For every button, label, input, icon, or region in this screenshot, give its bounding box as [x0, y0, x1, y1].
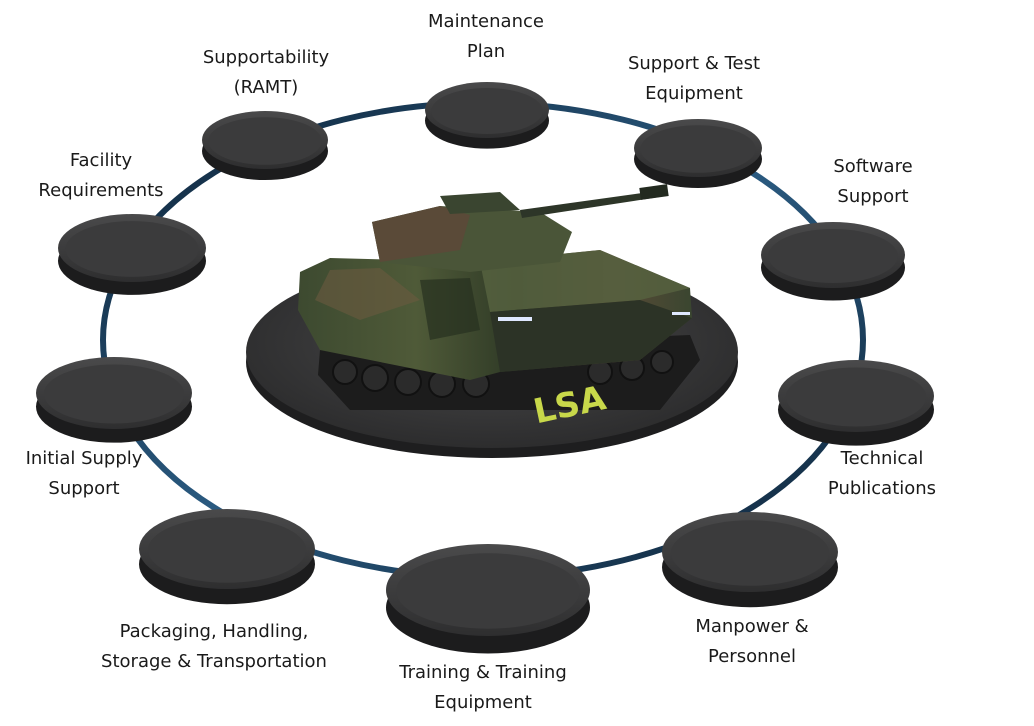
disc-facility-requirements	[58, 214, 206, 295]
disc-manpower-personnel	[662, 512, 838, 608]
label-supportability-ramt: Supportability(RAMT)	[202, 47, 330, 98]
disc-software-support	[761, 222, 905, 301]
disc-maintenance-plan	[425, 82, 549, 149]
disc-support-test-equipment	[634, 119, 762, 189]
disc-packaging-handling	[139, 509, 315, 605]
armored-vehicle-icon	[298, 184, 700, 410]
label-manpower-personnel: Manpower &Personnel	[695, 616, 809, 667]
element-discs	[36, 82, 934, 654]
disc-training-equipment	[386, 544, 590, 654]
disc-supportability-ramt	[202, 111, 328, 181]
disc-initial-supply-support	[36, 357, 192, 443]
label-packaging-handling: Packaging, Handling,Storage & Transporta…	[101, 621, 327, 672]
disc-technical-publications	[778, 360, 934, 446]
